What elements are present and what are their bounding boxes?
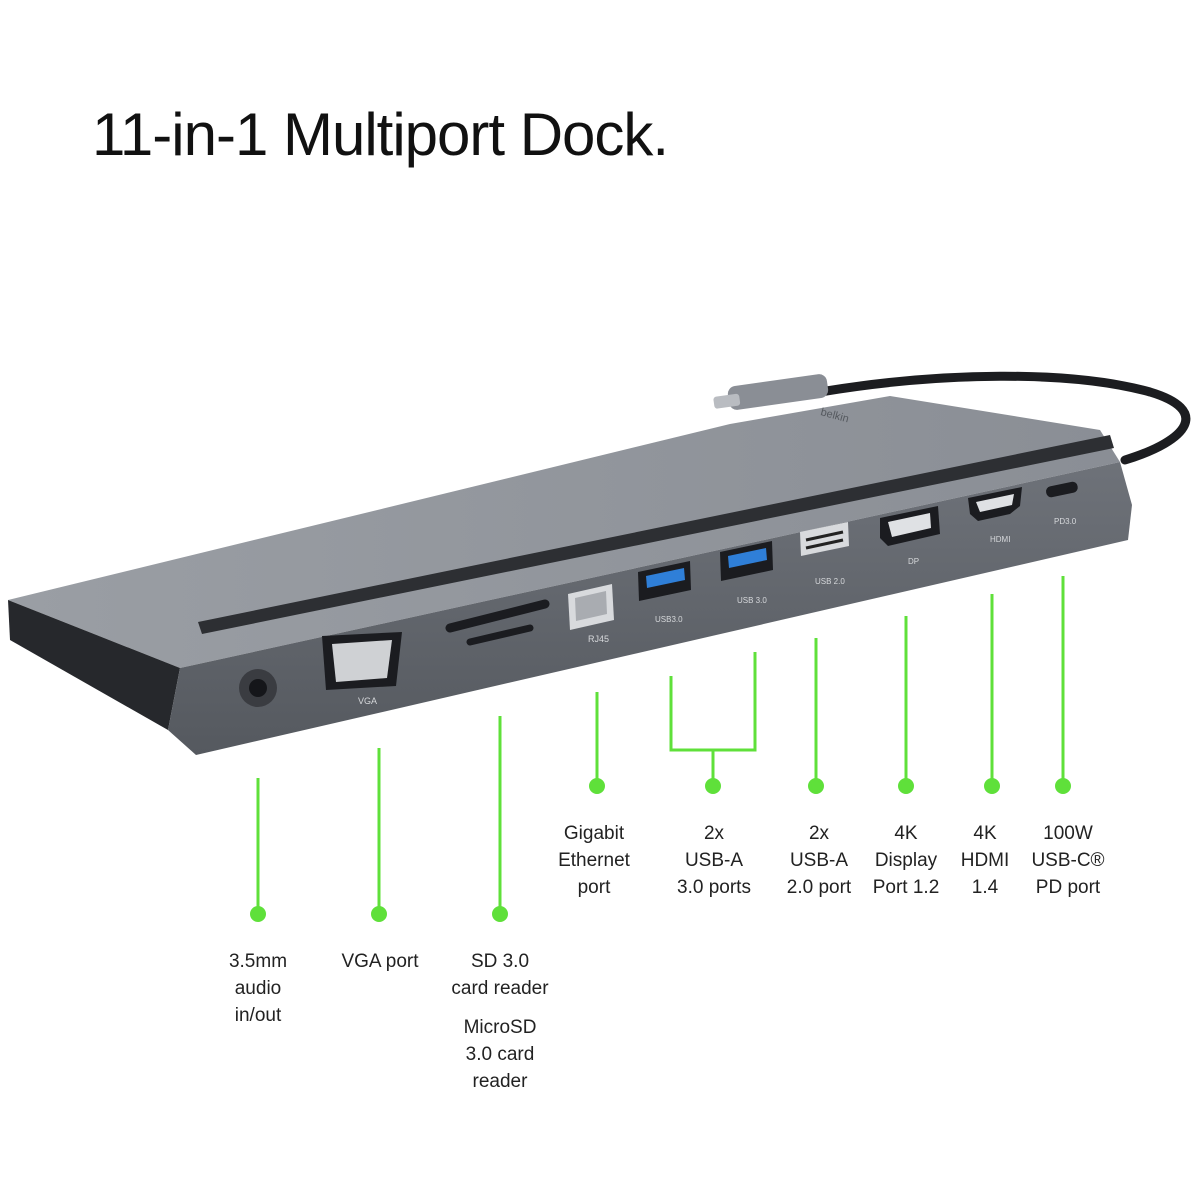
callout-dot-usb3 [705, 778, 721, 794]
usb-c-cable [815, 371, 1191, 465]
pd-mark: PD3.0 [1054, 517, 1077, 526]
label-audio: 3.5mm audio in/out [228, 951, 288, 1026]
label-pd: 100W USB-C® PD port [1031, 823, 1105, 898]
usb3-mark-2: USB 3.0 [737, 596, 767, 605]
usb2-mark: USB 2.0 [815, 577, 845, 586]
label-sd: SD 3.0 card reader [451, 951, 549, 999]
usb-a-3-port-2 [720, 541, 773, 581]
usb-c-plug [727, 374, 829, 410]
usb3-mark-1: USB3.0 [655, 615, 683, 624]
label-hdmi: 4K HDMI 1.4 [960, 823, 1010, 898]
audio-jack [239, 669, 277, 707]
usb-c-pd-port [1046, 481, 1078, 498]
hdmi-mark: HDMI [990, 535, 1010, 544]
sd-slots [445, 599, 550, 646]
callout-dot-audio [250, 906, 266, 922]
label-microsd: MicroSD 3.0 card reader [463, 1017, 537, 1092]
label-usb3: 2x USB-A 3.0 ports [677, 823, 751, 898]
label-vga: VGA port [341, 951, 419, 972]
page-title: 11-in-1 Multiport Dock. [92, 101, 669, 168]
callout-dot-ethernet [589, 778, 605, 794]
callout-dot-hdmi [984, 778, 1000, 794]
rj45-mark: RJ45 [588, 634, 609, 644]
usb-a-2-ports [800, 522, 849, 556]
rj45-port [568, 584, 614, 630]
usb-a-3-port-1 [638, 561, 691, 601]
label-displayport: 4K Display Port 1.2 [872, 823, 940, 898]
callout-dot-sd [492, 906, 508, 922]
callout-dot-pd [1055, 778, 1071, 794]
label-usb2: 2x USB-A 2.0 port [786, 823, 852, 898]
callout-dot-usb2 [808, 778, 824, 794]
hdmi-port [968, 487, 1022, 521]
displayport-port [880, 506, 940, 546]
dock-top-surface [8, 396, 1120, 668]
vga-mark: VGA [358, 696, 377, 706]
dock-stand-wedge [8, 600, 180, 730]
label-ethernet: Gigabit Ethernet port [558, 823, 630, 898]
callout-dot-vga [371, 906, 387, 922]
dp-mark: DP [908, 557, 919, 566]
callout-dot-dp [898, 778, 914, 794]
callout-lines [250, 576, 1071, 922]
dock-groove [198, 435, 1114, 634]
vga-port [322, 632, 402, 690]
